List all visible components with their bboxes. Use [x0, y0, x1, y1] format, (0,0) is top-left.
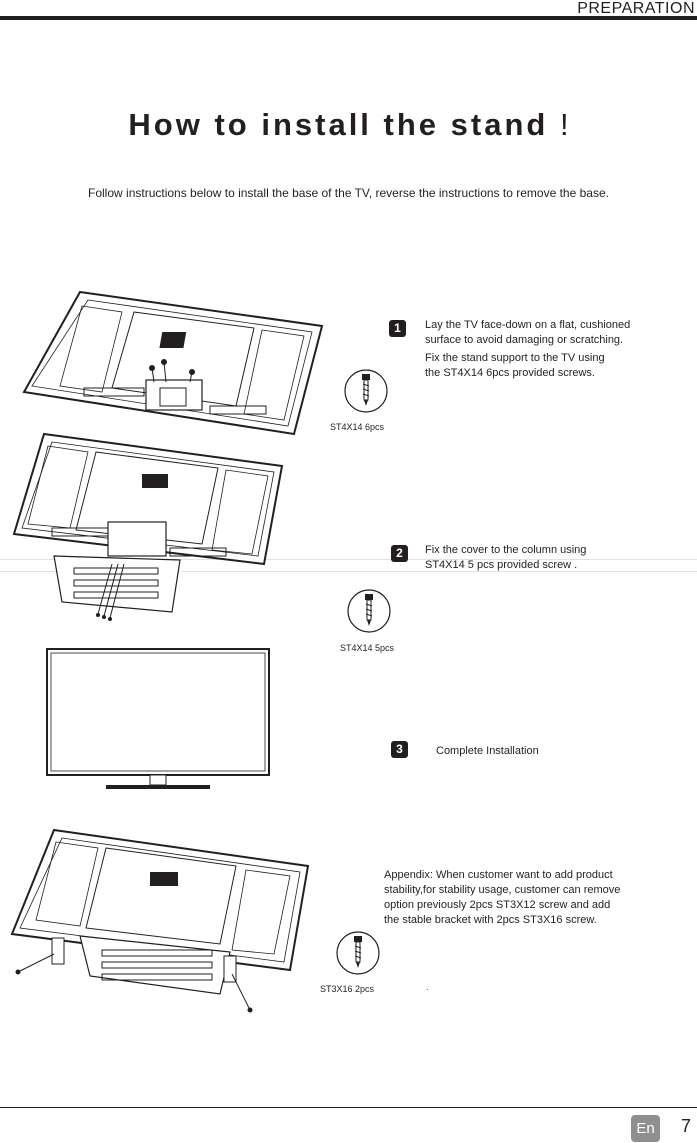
- intro-text: Follow instructions below to install the…: [88, 186, 609, 200]
- tv-front-illustration: [46, 648, 270, 789]
- header-rule: [0, 16, 697, 20]
- tv-back-illustration-step2: [12, 432, 284, 621]
- step-badge: 3: [391, 741, 408, 758]
- appendix-line: option previously 2pcs ST3X12 screw and …: [384, 899, 611, 911]
- step-2-text: Fix the cover to the column using ST4X14…: [425, 543, 586, 573]
- footer-rule: [0, 1107, 697, 1108]
- step-line: Lay the TV face-down on a flat, cushione…: [425, 319, 631, 331]
- step-line: Fix the cover to the column using: [425, 544, 587, 556]
- screw-icon: [336, 931, 380, 975]
- appendix-text: Appendix: When customer want to add prod…: [384, 868, 620, 928]
- screw-icon: [347, 589, 391, 633]
- appendix-line: the stable bracket with 2pcs ST3X16 scre…: [384, 914, 597, 926]
- screw-label: ST3X16 2pcs: [320, 984, 375, 994]
- title-mark: !: [559, 107, 569, 142]
- step-line: surface to avoid damaging or scratching.: [425, 334, 624, 346]
- tv-back-illustration-step1: [22, 290, 324, 436]
- section-label: PREPARATION: [577, 0, 695, 17]
- step-line: the ST4X14 6pcs provided screws.: [425, 367, 595, 379]
- title-text: How to install the stand: [128, 107, 549, 142]
- tv-back-illustration-appendix: [10, 828, 310, 1013]
- page-number: 7: [681, 1116, 692, 1136]
- step-line: Fix the stand support to the TV using: [425, 352, 605, 364]
- step-1-text: Lay the TV face-down on a flat, cushione…: [425, 318, 630, 381]
- appendix-line: Appendix: When customer want to add prod…: [384, 869, 613, 881]
- step-3-text: Complete Installation: [436, 745, 539, 757]
- language-badge: En: [631, 1115, 660, 1142]
- step-badge: 1: [389, 320, 406, 337]
- screw-label: ST4X14 5pcs: [340, 643, 395, 653]
- guide-line: [0, 571, 697, 572]
- guide-line: [0, 559, 697, 560]
- step-line: ST4X14 5 pcs provided screw .: [425, 559, 578, 571]
- screw-icon: [344, 369, 388, 413]
- step-badge: 2: [391, 545, 408, 562]
- appendix-line: stability,for stability usage, customer …: [384, 884, 621, 896]
- trailing-dot: .: [426, 982, 429, 992]
- page-title: How to install the stand !: [0, 107, 697, 143]
- screw-label: ST4X14 6pcs: [330, 422, 385, 432]
